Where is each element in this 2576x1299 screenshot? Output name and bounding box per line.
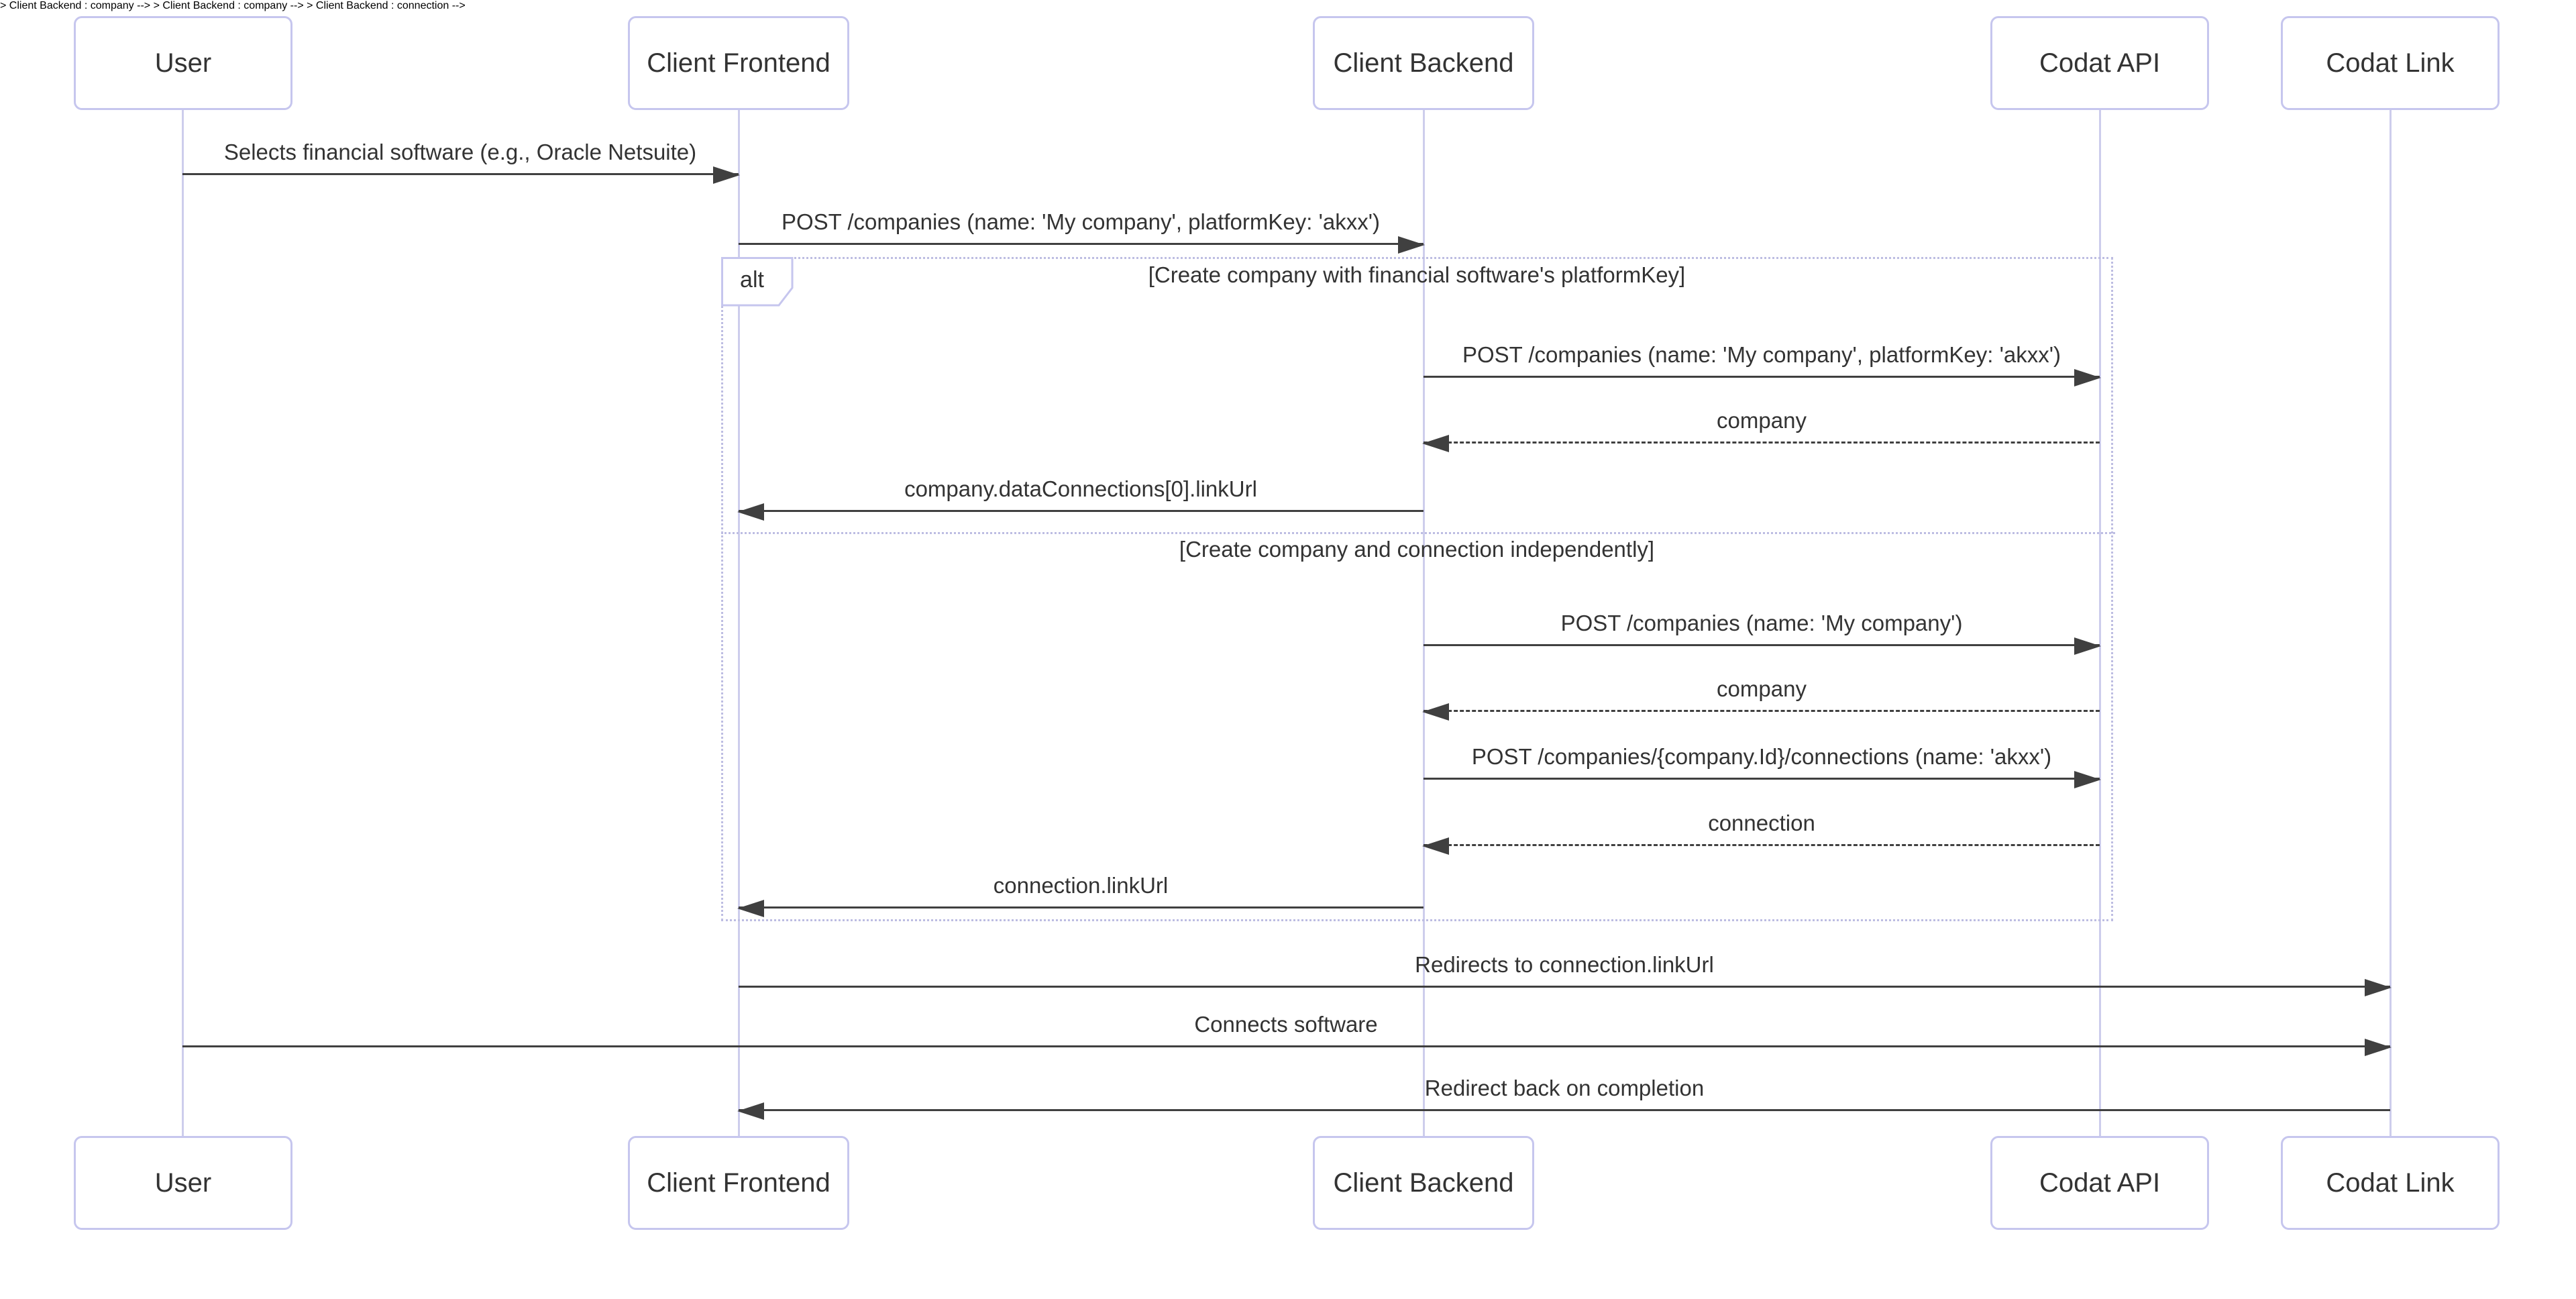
alt-condition-2: [Create company and connection independe… bbox=[1179, 537, 1655, 562]
actor-box-client-backend-bottom: Client Backend bbox=[1313, 1136, 1534, 1230]
arrowhead-right-icon bbox=[1398, 236, 1425, 254]
message-label-9: connection bbox=[1708, 811, 1815, 835]
message-label-7: company bbox=[1717, 676, 1807, 701]
actor-box-user-bottom: User bbox=[74, 1136, 292, 1230]
lifeline-codat-api bbox=[2099, 110, 2101, 1136]
message-label-5: company.dataConnections[0].linkUrl bbox=[904, 476, 1257, 501]
actor-label: User bbox=[154, 1167, 212, 1198]
alt-condition-1: [Create company with financial software'… bbox=[1148, 262, 1686, 287]
message-arrow-10 bbox=[737, 900, 1424, 917]
actor-label: Codat Link bbox=[2326, 48, 2455, 78]
actor-box-client-frontend-top: Client Frontend bbox=[628, 16, 849, 110]
arrowhead-left-icon bbox=[1422, 435, 1449, 452]
arrowhead-left-icon bbox=[737, 900, 764, 917]
message-arrow-4 bbox=[1422, 435, 2100, 452]
alt-frame bbox=[721, 257, 2113, 921]
alt-label: alt bbox=[740, 267, 764, 293]
actor-label: Codat Link bbox=[2326, 1167, 2455, 1198]
message-arrow-2 bbox=[739, 236, 1425, 254]
actor-box-client-backend-top: Client Backend bbox=[1313, 16, 1534, 110]
message-arrow-11 bbox=[739, 979, 2392, 996]
message-label-13: Redirect back on completion bbox=[1424, 1076, 1705, 1100]
actor-label: Codat API bbox=[2039, 48, 2161, 78]
actor-box-codat-link-bottom: Codat Link bbox=[2281, 1136, 2500, 1230]
arrowhead-left-icon bbox=[1422, 837, 1449, 855]
actor-label: Client Frontend bbox=[647, 1167, 830, 1198]
message-arrow-9 bbox=[1422, 837, 2100, 855]
arrowhead-left-icon bbox=[737, 1102, 764, 1120]
message-label-10: connection.linkUrl bbox=[993, 873, 1169, 898]
actor-label: Client Backend bbox=[1333, 1167, 1514, 1198]
arrowhead-right-icon bbox=[2365, 1039, 2392, 1056]
message-label-8: POST /companies/{company.Id}/connections… bbox=[1471, 744, 2052, 769]
actor-label: Client Backend bbox=[1333, 48, 1514, 78]
arrowhead-left-icon bbox=[737, 503, 764, 521]
message-arrow-5 bbox=[737, 503, 1424, 521]
arrowhead-right-icon bbox=[2365, 979, 2392, 996]
message-arrow-13 bbox=[737, 1102, 2390, 1120]
actor-label: Client Frontend bbox=[647, 48, 830, 78]
arrowhead-right-icon bbox=[2074, 369, 2101, 386]
arrowhead-right-icon bbox=[2074, 637, 2101, 655]
message-label-11: Redirects to connection.linkUrl bbox=[1415, 952, 1714, 977]
lifeline-client-backend bbox=[1423, 110, 1425, 1136]
alt-branch-divider bbox=[721, 532, 2115, 534]
arrowhead-left-icon bbox=[1422, 703, 1449, 721]
message-label-6: POST /companies (name: 'My company') bbox=[1560, 611, 1963, 635]
actor-box-client-frontend-bottom: Client Frontend bbox=[628, 1136, 849, 1230]
message-label-2: POST /companies (name: 'My company', pla… bbox=[781, 209, 1381, 234]
actor-box-codat-api-top: Codat API bbox=[1990, 16, 2209, 110]
message-label-3: POST /companies (name: 'My company', pla… bbox=[1462, 342, 2061, 367]
actor-label: User bbox=[154, 48, 212, 78]
lifeline-codat-link bbox=[2390, 110, 2392, 1136]
actor-box-codat-link-top: Codat Link bbox=[2281, 16, 2500, 110]
message-arrow-1 bbox=[182, 166, 740, 184]
message-label-1: Selects financial software (e.g., Oracle… bbox=[223, 140, 697, 164]
actor-box-user-top: User bbox=[74, 16, 292, 110]
message-arrow-3 bbox=[1424, 369, 2101, 386]
arrowhead-right-icon bbox=[713, 166, 740, 184]
lifeline-user bbox=[182, 110, 184, 1136]
lifeline-client-frontend bbox=[738, 110, 740, 1136]
alt-label-shape bbox=[721, 257, 794, 307]
message-label-4: company bbox=[1717, 408, 1807, 433]
actor-box-codat-api-bottom: Codat API bbox=[1990, 1136, 2209, 1230]
actor-label: Codat API bbox=[2039, 1167, 2161, 1198]
arrowhead-right-icon bbox=[2074, 771, 2101, 788]
message-arrow-12 bbox=[182, 1039, 2392, 1056]
message-arrow-6 bbox=[1424, 637, 2101, 655]
message-arrow-7 bbox=[1422, 703, 2100, 721]
message-label-12: Connects software bbox=[1194, 1012, 1378, 1037]
message-arrow-8 bbox=[1424, 771, 2101, 788]
